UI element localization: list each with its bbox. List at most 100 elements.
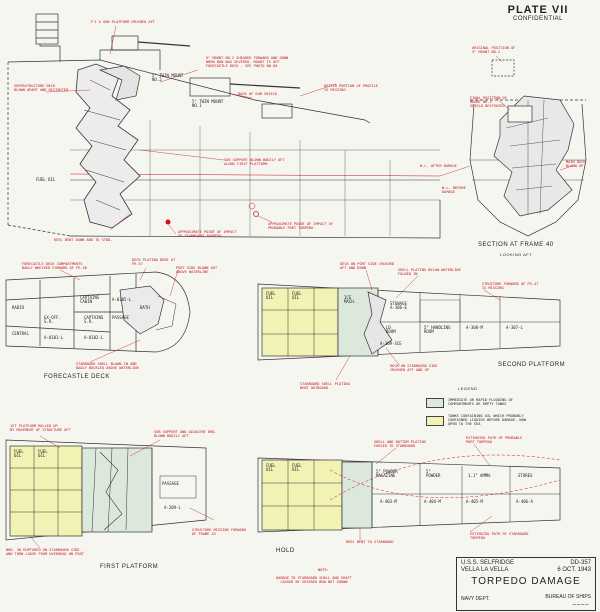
first-platform-title: FIRST PLATFORM [100, 564, 159, 570]
room-ice-machine: ICE MACH. [344, 295, 357, 305]
label-superstructure-deck: SUPERSTRUCTURE DECK BLOWN APART AND DIST… [14, 84, 69, 92]
room-hold-fuel-oil-2: FUEL OIL [292, 463, 302, 473]
forecastle-title: FORECASTLE DECK [44, 374, 110, 380]
label-deck-plating-bent: DECK PLATING BENT AT FR.57 [132, 258, 176, 266]
room-a0101: A-0101-L [44, 335, 64, 340]
label-gun-shield: BACK OF GUN SHIELD [238, 92, 277, 96]
room-a0105: A-0105-L [112, 297, 132, 302]
label-shell-forced: SHELL AND BOTTOM PLATING FORCED TO STARB… [374, 440, 426, 448]
bureau-of-ships: BUREAU OF SHIPS [545, 594, 591, 600]
room-a309: A-309-SCE [380, 341, 402, 346]
room-radio: RADIO [12, 305, 25, 310]
label-path-starboard-torpedo: ESTIMATED PATH OF STARBOARD TORPEDO [470, 532, 529, 540]
room-central: CENTRAL [12, 331, 29, 336]
label-path-port-torpedo: ESTIMATED PATH OF PROBABLE PORT TORPEDO [466, 436, 523, 444]
second-platform-plan [257, 269, 561, 381]
room-fp-passage: PASSAGE [162, 481, 179, 486]
first-platform-oil-tanks [9, 445, 83, 537]
label-impact-port: APPROXIMATE POINT OF IMPACT OF PROBABLE … [268, 222, 333, 230]
legend-flooded-text: IMMEDIATE OR RAPID FLOODING OF COMPARTME… [448, 398, 513, 406]
label-fp-structure-missing: STRUCTURE MISSING FORWARD OF FRAME 42 [192, 528, 247, 536]
label-impact-starboard: APPROXIMATE POINT OF IMPACT OF STARBOARD… [178, 230, 237, 238]
label-mount-sheared: 5" MOUNT NO.2 SHEARED FORWARD AND DOWN W… [206, 56, 289, 68]
room-a405: A-405-M [466, 499, 483, 504]
label-twin-mount-2: 5" TWIN MOUNT NO.2 [152, 73, 184, 83]
section-title: SECTION AT FRAME 40 [478, 242, 554, 248]
room-stowage: STOWAGE A-306-E [390, 301, 407, 311]
label-fuel-oil: FUEL OIL [36, 177, 56, 182]
room-hold-fuel-oil-1: FUEL OIL [266, 463, 276, 473]
room-captains-cabin: CAPTAINS CABIN [80, 295, 100, 305]
label-shell-folded: SHELL PLATING BELOW WATERLINE FOLDED IN [398, 268, 461, 276]
torpedo-path-starboard [329, 469, 561, 499]
original-mount-position [491, 59, 515, 77]
room-fp-fuel-oil-1: FUEL OIL [14, 449, 24, 459]
room-a307: A-307-L [506, 325, 523, 330]
section-wreckage [493, 95, 575, 217]
label-starboard-shell-blown: STARBOARD SHELL BLOWN IN AND BADLY BUCKL… [76, 362, 139, 370]
label-wl-after: W.L. AFTER DAMAGE [420, 164, 457, 168]
label-structure-fr47: STRUCTURE FORWARD OF FR.47 IS MISSING [482, 282, 539, 290]
room-sp-fuel-oil-2: FUEL OIL [292, 291, 302, 301]
forecastle-wreckage [119, 285, 165, 335]
label-platform-rolled: 1ST PLATFORM ROLLED UP BY MOVEMENT OF ST… [10, 424, 71, 432]
note-heading: NOTE: [318, 568, 329, 572]
twin-mount-1 [189, 77, 231, 97]
room-a403: A-403-M [380, 499, 397, 504]
signature: ~~~~ [572, 602, 589, 608]
room-sp-fuel-oil-1: FUEL OIL [266, 291, 276, 301]
room-a404: A-404-M [424, 499, 441, 504]
label-main-deck-blown: MAIN DECK BLOWN UP [566, 160, 586, 168]
impact-marker-port [253, 211, 259, 217]
room-stores: STORES [518, 473, 533, 478]
room-powder: 5" POWDER [426, 469, 441, 479]
note-text: DAMAGE TO STARBOARD SHELL AND SHAFT CAUS… [276, 576, 352, 584]
legend-swatch-flooded [426, 398, 444, 408]
label-keel-bent: KEEL BENT DOWN AND TO STBD. [54, 238, 113, 242]
label-profile-missing: DOTTED PORTION OF PROFILE IS MISSING [324, 84, 379, 92]
ship-location: VELLA LA VELLA [461, 567, 509, 573]
plate-heading: PLATE VII CONFIDENTIAL [490, 4, 586, 22]
label-twin-mount-1: 5" TWIN MOUNT NO.1 [192, 99, 224, 109]
final-mount-position [507, 105, 533, 123]
ship-name: U.S.S. SELFRIDGE [461, 560, 515, 566]
room-a0102: A-0102-L [84, 335, 104, 340]
torpedo-path-port [329, 454, 561, 501]
label-bhd-ruptured: BHD. 38 RUPTURED ON STARBOARD SIDE - AND… [6, 548, 84, 556]
hold-title: HOLD [276, 548, 295, 554]
dotted-bow-profile [7, 224, 71, 237]
plate-number: PLATE VII [507, 4, 569, 16]
legend-swatch-oil [426, 416, 444, 426]
room-exoff-sr: EX-OFF. S.R. [44, 315, 61, 325]
label-stbd-shell-bent: STARBOARD SHELL PLATING BENT OUTBOARD [300, 382, 350, 390]
first-platform-plan [5, 435, 215, 549]
first-platform-flooded [81, 447, 153, 533]
label-deck-crushed-starboard: DECK ON STARBOARD SIDE CRUSHED AFT AND U… [390, 364, 438, 372]
room-a308: A-308-M [466, 325, 483, 330]
hull-number: DD-357 [570, 560, 591, 566]
room-handling: 5" HANDLING ROOM [424, 325, 451, 335]
room-powder-magazine: 5" POWDER MAGAZINE [376, 469, 398, 479]
room-a406: A-406-A [516, 499, 533, 504]
label-port-blown: PORT SIDE BLOWN OUT ABOVE WATERLINE [176, 266, 218, 274]
label-original-mount-position: ORIGINAL POSITION OF 5" MOUNT NO.2 [472, 46, 516, 54]
twin-mount-2 [111, 35, 139, 51]
section-frame-40 [469, 55, 587, 237]
legend-oil-text: TANKS CONTAINING OIL WHICH PROBABLY CONT… [448, 414, 526, 426]
keel-line [69, 200, 441, 239]
section-subtitle: LOOKING AFT [500, 252, 533, 257]
impact-marker-starboard [165, 219, 171, 225]
label-forecastle-wrecked: FORECASTLE DECK COMPARTMENTS BADLY WRECK… [22, 262, 87, 270]
room-captains-sr: CAPTAINS S.R. [84, 315, 104, 325]
classification: CONFIDENTIAL [512, 16, 563, 22]
drawing-title: TORPEDO DAMAGE [471, 576, 581, 587]
label-final-mount-position: FINAL POSITION OF MOUNT NO.2 SHIELD DEST… [470, 96, 507, 108]
label-sub-support: SUB SUPPORT BLOWN BODILY AFT ALONG FIRST… [224, 158, 285, 166]
label-fp-sub-support: SUB SUPPORT AND ADJACENT BHD. BLOWN BODI… [154, 430, 217, 438]
forecastle-deck-plan [5, 267, 191, 363]
sheer-line [7, 59, 371, 124]
